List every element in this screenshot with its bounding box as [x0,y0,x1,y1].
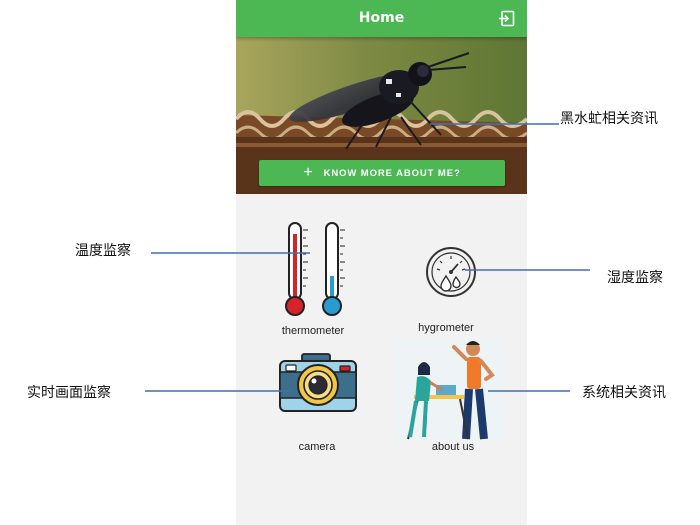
callout-about: 系统相关资讯 [582,385,666,401]
tile-hygrometer[interactable] [424,245,478,299]
app-bar: Home [236,0,527,37]
tile-about[interactable] [396,339,506,441]
tile-about-label: about us [431,441,475,453]
hygrometer-icon [426,247,476,297]
about-us-illustration [396,339,506,441]
callout-hygrometer: 湿度监察 [607,270,663,286]
tile-camera[interactable] [278,352,358,414]
callout-camera: 实时画面监察 [27,385,111,401]
tile-hygrometer-label: hygrometer [418,322,474,334]
tile-thermometer-label: thermometer [281,325,345,337]
plus-icon: + [303,164,314,181]
tile-camera-label: camera [298,441,336,453]
thermometer-icon [285,222,345,316]
camera-icon [279,353,357,412]
logout-icon[interactable] [498,10,515,27]
callout-thermometer: 温度监察 [75,243,131,259]
callout-banner: 黑水虻相关资讯 [560,111,658,127]
tile-thermometer[interactable] [276,220,356,330]
know-more-label: KNOW MORE ABOUT ME? [323,167,461,179]
page-title: Home [358,10,405,26]
know-more-button[interactable]: + KNOW MORE ABOUT ME? [259,160,505,186]
phone-screen: Home [236,0,527,525]
